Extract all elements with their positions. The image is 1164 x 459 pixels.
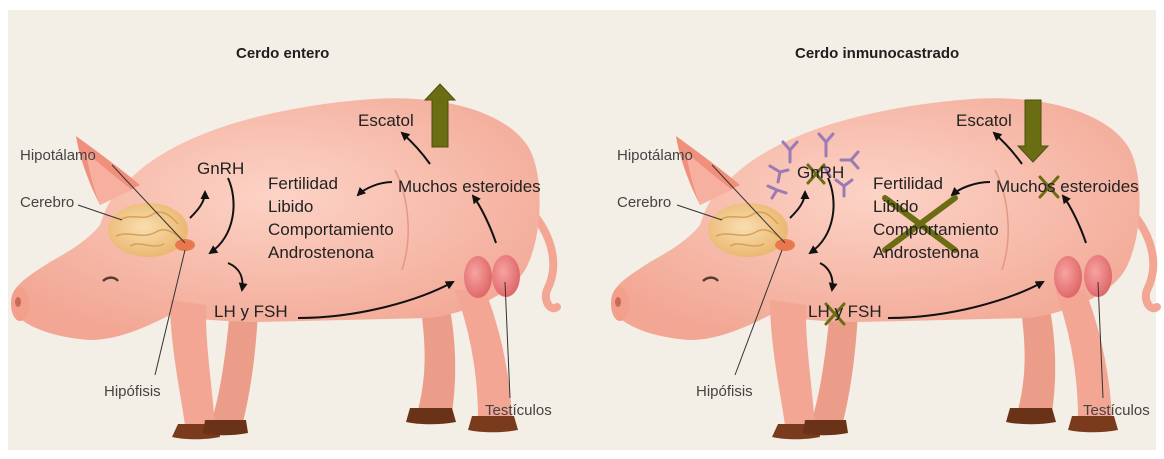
effect-item: Fertilidad — [268, 172, 394, 195]
label-testiculos: Testículos — [1083, 403, 1150, 418]
pituitary-icon — [175, 239, 195, 251]
brain-icon — [108, 203, 188, 257]
label-hipotalamo: Hipotálamo — [617, 148, 693, 163]
panel-title: Cerdo entero — [236, 46, 329, 61]
effect-item: Comportamiento — [268, 218, 394, 241]
effect-item: Libido — [873, 195, 999, 218]
label-escatol: Escatol — [956, 112, 1012, 129]
label-cerebro: Cerebro — [20, 195, 74, 210]
label-cerebro: Cerebro — [617, 195, 671, 210]
testis-icon — [1054, 256, 1082, 298]
label-hipotalamo: Hipotálamo — [20, 148, 96, 163]
label-esteroides: Muchos esteroides — [398, 178, 541, 195]
brain-icon — [708, 203, 788, 257]
label-testiculos: Testículos — [485, 403, 552, 418]
effect-item: Fertilidad — [873, 172, 999, 195]
label-gnrh: GnRH — [197, 160, 244, 177]
label-lh-fsh: LH y FSH — [808, 303, 882, 320]
testis-icon — [464, 256, 492, 298]
pituitary-icon — [775, 239, 795, 251]
label-esteroides: Muchos esteroides — [996, 178, 1139, 195]
effect-item: Comportamiento — [873, 218, 999, 241]
label-lh-fsh: LH y FSH — [214, 303, 288, 320]
label-hipofisis: Hipófisis — [696, 384, 753, 399]
effect-item: Androstenona — [268, 241, 394, 264]
label-hipofisis: Hipófisis — [104, 384, 161, 399]
panel-title: Cerdo inmunocastrado — [795, 46, 959, 61]
label-escatol: Escatol — [358, 112, 414, 129]
effect-item: Androstenona — [873, 241, 999, 264]
label-gnrh: GnRH — [797, 164, 844, 181]
effects-list: Fertilidad Libido Comportamiento Androst… — [873, 172, 999, 264]
effects-list: Fertilidad Libido Comportamiento Androst… — [268, 172, 394, 264]
testis-icon — [492, 255, 520, 297]
effect-item: Libido — [268, 195, 394, 218]
